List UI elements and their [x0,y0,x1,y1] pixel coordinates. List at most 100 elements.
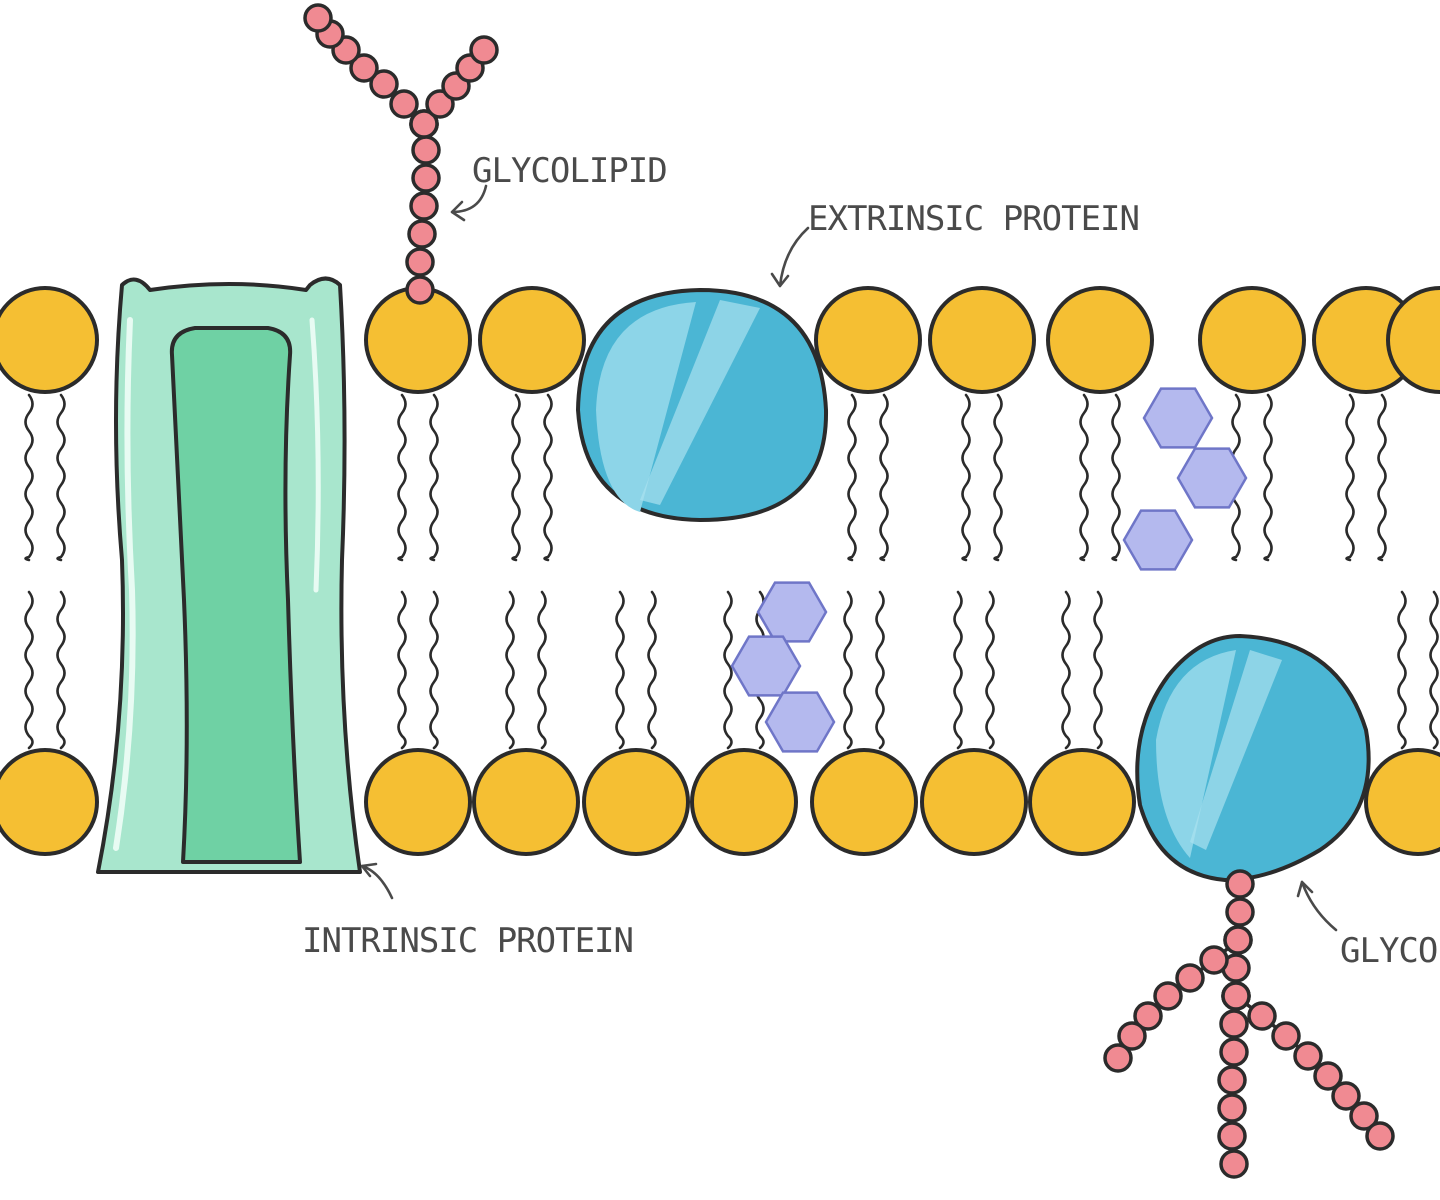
cholesterol-ring [1176,447,1248,509]
fatty-acid-tail-top [879,393,889,562]
carbohydrate-bead [369,69,399,99]
phospholipid-head-top [478,286,586,394]
carbohydrate-bead [1293,1041,1323,1071]
carbohydrate-bead [1219,1009,1249,1039]
phospholipid-head-top [1046,286,1154,394]
cholesterol-ring [1122,509,1194,571]
label-extrinsic-protein: EXTRINSIC PROTEIN [808,199,1139,239]
carbohydrate-bead [1217,1065,1247,1095]
phospholipid-head-bottom [690,748,798,856]
glycolipid-arrow [450,184,488,222]
carbohydrate-bead [1175,963,1205,993]
carbohydrate-bead [1225,869,1255,899]
carbohydrate-bead [1219,1037,1249,1067]
fatty-acid-tail-bottom [429,590,439,750]
carbohydrate-bead [1271,1021,1301,1051]
carbohydrate-bead [1103,1043,1133,1073]
cholesterol-ring [1142,387,1214,449]
fatty-acid-tail-bottom [985,590,995,750]
phospholipid-head-top [0,286,99,394]
carbohydrate-bead [425,89,455,119]
carbohydrate-bead [1199,945,1229,975]
glycoprotein-arrow [1296,880,1338,932]
intrinsic-protein-inner [169,326,302,864]
phospholipid-heads [0,286,1440,856]
phospholipid-head-bottom [810,748,918,856]
fatty-acid-tail-top [1111,393,1121,562]
fatty-acid-tail-top [1345,393,1355,562]
fatty-acid-tail-top [543,393,553,562]
fatty-acid-tail-top [961,393,971,562]
extrinsic-protein [576,288,829,522]
phospholipid-head-bottom [472,748,580,856]
carbohydrate-bead [1223,925,1253,955]
phospholipid-head-bottom [364,748,472,856]
glycoprotein-protein [1135,634,1371,882]
carbohydrate-bead [1217,1093,1247,1123]
fatty-acid-tail-bottom [24,590,34,750]
fatty-acid-tail-bottom [56,590,66,750]
carbohydrate-bead [469,35,499,65]
fatty-acid-tail-top [1263,393,1273,562]
fatty-acid-tail-top [993,393,1003,562]
carbohydrate-bead [1349,1101,1379,1131]
phospholipid-head-bottom [582,748,690,856]
carbohydrate-bead [1221,981,1251,1011]
glycolipid-carbohydrate-chain [303,3,499,305]
intrinsic-arrow [360,862,394,900]
label-glycolipid: GLYCOLIPID [472,151,667,191]
glycoprotein-carbohydrate-chain [1103,869,1395,1179]
carbohydrate-bead [1313,1061,1343,1091]
fatty-acid-tail-bottom [1093,590,1103,750]
fatty-acid-tail-top [847,393,857,562]
fatty-acid-tail-top [1079,393,1089,562]
phospholipid-head-bottom [920,748,1028,856]
carbohydrate-bead [405,247,435,277]
fatty-acid-tail-top [56,393,66,562]
carbohydrate-bead [1117,1021,1147,1051]
fatty-acid-tail-bottom [537,590,547,750]
fatty-acid-tail-top [1377,393,1387,562]
carbohydrate-bead [407,219,437,249]
fatty-acid-tail-bottom [1061,590,1071,750]
carbohydrate-bead [409,191,439,221]
cholesterol-molecules [730,387,1248,753]
carbohydrate-bead [303,3,333,33]
fatty-acid-tail-top [429,393,439,562]
fatty-acid-tail-bottom [843,590,853,750]
carbohydrate-bead [389,89,419,119]
carbohydrate-bead [411,163,441,193]
carbohydrate-bead [1247,1001,1277,1031]
label-glycoprotein-group: GLYCOPROTEIN [1296,880,1440,971]
phospholipid-head-bottom [1364,748,1440,856]
fatty-acid-tail-bottom [397,590,407,750]
fatty-acid-tail-top [397,393,407,562]
carbohydrate-bead [1217,1121,1247,1151]
intrinsic-protein [96,276,362,874]
fatty-acid-tail-bottom [615,590,625,750]
cholesterol-ring [756,581,828,643]
label-intrinsic-protein: INTRINSIC PROTEIN [302,921,633,961]
label-glycoprotein: GLYCOPROTEIN [1340,931,1440,971]
carbohydrate-bead [1153,981,1183,1011]
fatty-acid-tail-bottom [1397,590,1407,750]
fatty-acid-tail-bottom [647,590,657,750]
phospholipid-head-top [928,286,1036,394]
carbohydrate-bead [1331,1081,1361,1111]
carbohydrate-bead [349,53,379,83]
cholesterol-ring [730,635,802,697]
label-extrinsic-group: EXTRINSIC PROTEIN [770,199,1140,288]
label-intrinsic-group: INTRINSIC PROTEIN [302,862,634,961]
extrinsic-arrow [770,226,810,288]
carbohydrate-bead [1133,1001,1163,1031]
carbohydrate-bead [1365,1121,1395,1151]
label-glycolipid-group: GLYCOLIPID [450,151,668,222]
fatty-acid-tail-bottom [953,590,963,750]
cholesterol-ring [764,691,836,753]
fatty-acid-tail-bottom [505,590,515,750]
phospholipid-head-top [814,286,922,394]
fatty-acid-tail-bottom [875,590,885,750]
carbohydrate-bead [1219,1149,1249,1179]
carbohydrate-bead [409,109,439,139]
